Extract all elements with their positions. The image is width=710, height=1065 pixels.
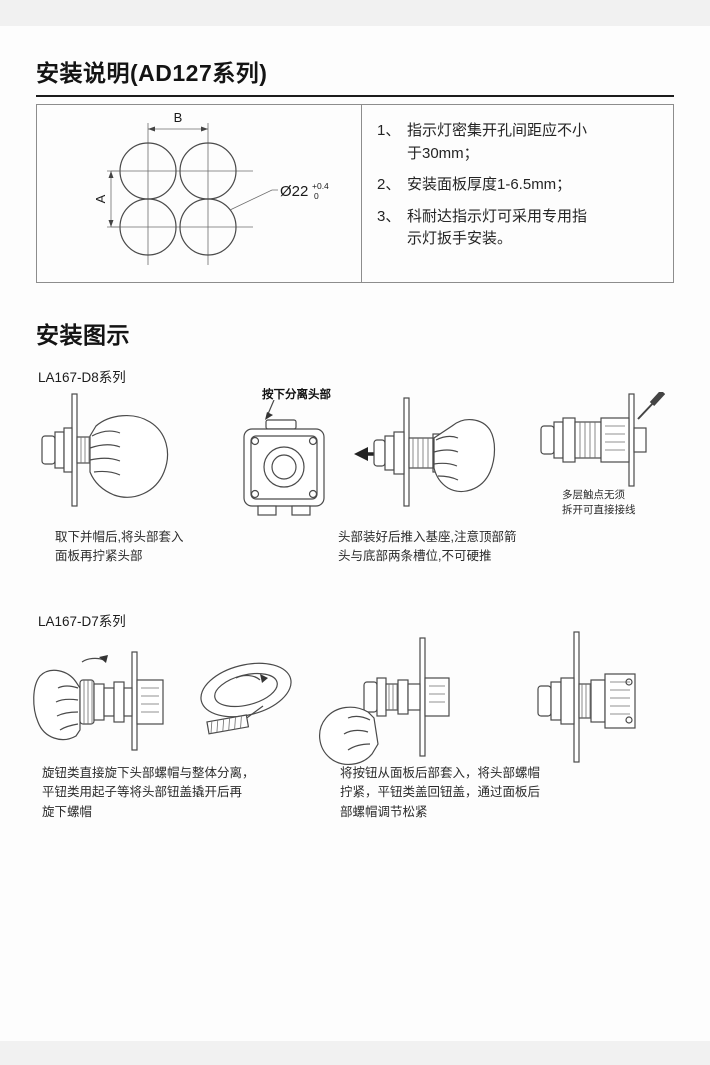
- page-title: 安装说明(AD127系列): [36, 60, 268, 86]
- hand-icon: [33, 669, 81, 741]
- d8-caption-right: 头部装好后推入基座,注意顶部箭 头与底部两条槽位,不可硬推: [338, 530, 517, 564]
- tolerance-lower-label: 0: [314, 191, 319, 201]
- note-number: 3、: [377, 207, 401, 225]
- d8-step4-illustration: [533, 392, 665, 490]
- rotate-arrow-icon: [260, 674, 268, 683]
- d8-step1-illustration: [36, 390, 186, 522]
- note-number: 2、: [377, 176, 401, 193]
- hole-pattern-diagram: B A Ø22 +0.4 0: [93, 110, 329, 265]
- mounting-hole-drawing: B A Ø22 +0.4 0: [37, 105, 361, 282]
- d7-step4-illustration: [518, 630, 666, 776]
- d8-step2-illustration: [224, 400, 342, 522]
- series-label-d8: LA167-D8系列: [38, 370, 126, 385]
- installation-notes: 1、 指示灯密集开孔间距应不小 于30mm； 2、 安装面板厚度1-6.5mm；…: [377, 120, 665, 260]
- page-bottom-margin: [0, 1041, 710, 1065]
- dimension-b-label: B: [174, 110, 183, 125]
- note-text: 科耐达指示灯可采用专用指 示灯扳手安装。: [407, 207, 588, 248]
- note-item: 3、 科耐达指示灯可采用专用指 示灯扳手安装。: [377, 206, 665, 251]
- d8-step3-illustration: [348, 396, 496, 520]
- d7-step2-illustration: [192, 652, 300, 750]
- panel: [573, 631, 580, 763]
- wiring-note: 多层触点无须 拆开可直接接线: [562, 489, 636, 516]
- panel: [628, 393, 635, 487]
- diagram-section-title: 安装图示: [36, 322, 130, 348]
- twist-arrow-icon: [99, 655, 108, 663]
- tolerance-upper-label: +0.4: [312, 181, 329, 191]
- note-number: 1、: [377, 122, 401, 139]
- spec-box-divider: [361, 105, 362, 282]
- panel: [403, 397, 410, 507]
- note-text: 安装面板厚度1-6.5mm；: [407, 176, 572, 193]
- note-text: 指示灯密集开孔间距应不小 于30mm；: [407, 122, 588, 162]
- press-arrow-icon: [265, 412, 273, 420]
- hand-icon: [433, 419, 496, 493]
- dimension-a-label: A: [93, 194, 108, 203]
- panel: [131, 651, 138, 751]
- note-item: 2、 安装面板厚度1-6.5mm；: [377, 174, 665, 197]
- panel: [419, 637, 426, 757]
- press-release-annotation: 按下分离头部: [262, 389, 331, 401]
- title-underline: [36, 95, 674, 97]
- d7-step1-illustration: [32, 646, 182, 758]
- pry-tool-icon: [206, 705, 264, 735]
- page-top-margin: [0, 0, 710, 26]
- d7-caption-right: 将按钮从面板后部套入，将头部螺帽 拧紧，平钮类盖回钮盖，通过面板后 部螺帽调节松…: [340, 766, 541, 819]
- hole-diameter-label: Ø22: [280, 183, 308, 200]
- installation-spec-box: B A Ø22 +0.4 0 1、 指示灯密集开孔间距应不小 于30mm； 2、: [36, 104, 674, 283]
- d7-caption-left: 旋钮类直接旋下头部螺帽与整体分离， 平钮类用起子等将头部钮盖撬开后再 旋下螺帽: [42, 766, 255, 819]
- series-label-d7: LA167-D7系列: [38, 614, 126, 629]
- note-item: 1、 指示灯密集开孔间距应不小 于30mm；: [377, 120, 665, 165]
- push-direction-arrow-icon: [354, 447, 368, 461]
- d7-step3-illustration: [308, 634, 460, 772]
- d8-caption-left: 取下并帽后,将头部套入 面板再拧紧头部: [55, 530, 184, 564]
- hand-icon: [319, 706, 379, 765]
- panel: [71, 393, 78, 507]
- hand-icon: [89, 415, 169, 498]
